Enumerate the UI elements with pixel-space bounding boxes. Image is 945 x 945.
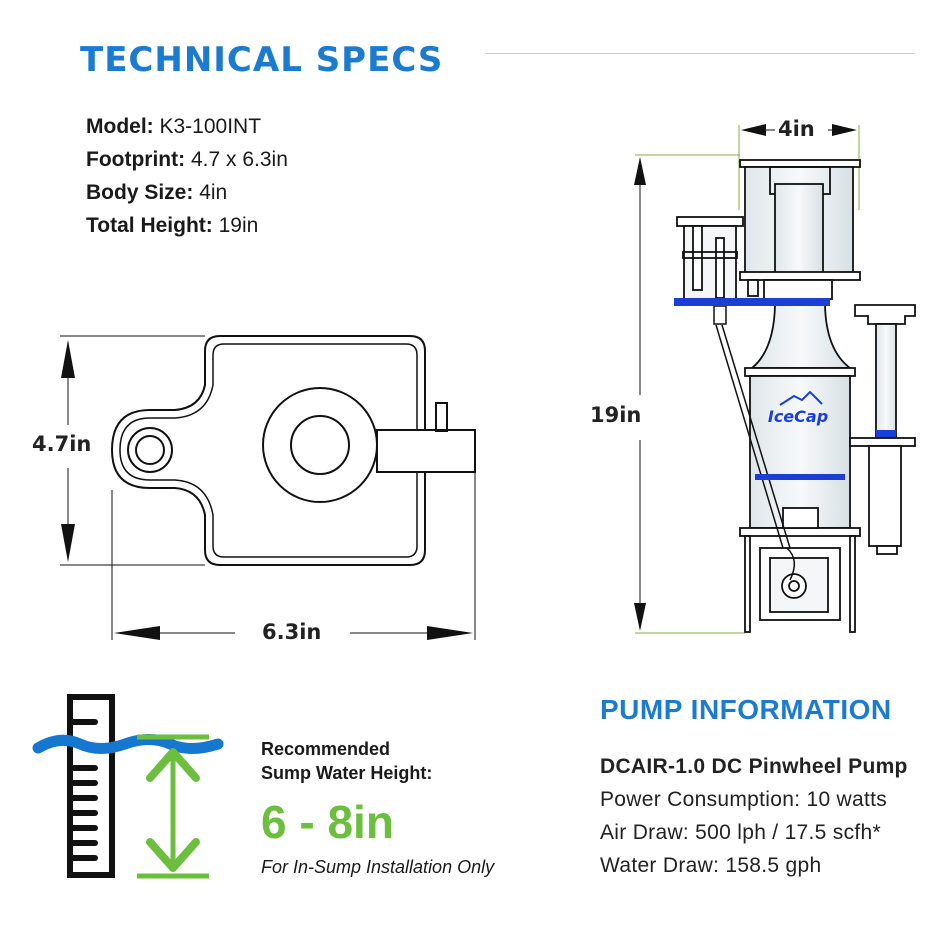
spec-value: 4.7 x 6.3in [190, 148, 288, 171]
spec-body-size: Body Size: 4in [86, 181, 227, 205]
title-divider [485, 53, 915, 54]
spec-value: 19in [218, 214, 259, 237]
spec-total-height: Total Height: 19in [86, 214, 258, 238]
total-height-label: 19in [590, 403, 642, 427]
pump-model: DCAIR-1.0 DC Pinwheel Pump [600, 755, 908, 778]
pump-title: PUMP INFORMATION [600, 694, 892, 725]
spec-model: Model: K3-100INT [86, 115, 261, 139]
footprint-width-label: 6.3in [262, 620, 322, 644]
pump-air-draw: Air Draw: 500 lph / 17.5 scfh* [600, 821, 881, 844]
sump-note: For In-Sump Installation Only [261, 857, 495, 877]
spec-label: Body Size: [86, 181, 194, 204]
sump-height-range: 6 - 8in [261, 796, 394, 848]
spec-footprint: Footprint: 4.7 x 6.3in [86, 148, 288, 172]
spec-label: Total Height: [86, 214, 213, 237]
pump-power: Power Consumption: 10 watts [600, 788, 888, 811]
icecap-logo: IceCap [768, 407, 828, 426]
pump-water-draw: Water Draw: 158.5 gph [600, 854, 822, 877]
sump-heading-line1: Recommended [261, 739, 391, 759]
spec-value: 4in [199, 181, 228, 204]
sump-heading-line2: Sump Water Height: [261, 763, 433, 783]
footprint-depth-label: 4.7in [32, 432, 92, 456]
body-size-label: 4in [778, 117, 815, 141]
page-title: TECHNICAL SPECS [80, 40, 444, 80]
spec-label: Model: [86, 115, 154, 138]
spec-value: K3-100INT [159, 115, 262, 138]
spec-label: Footprint: [86, 148, 186, 171]
sump-heading: Recommended Sump Water Height: [261, 737, 432, 785]
